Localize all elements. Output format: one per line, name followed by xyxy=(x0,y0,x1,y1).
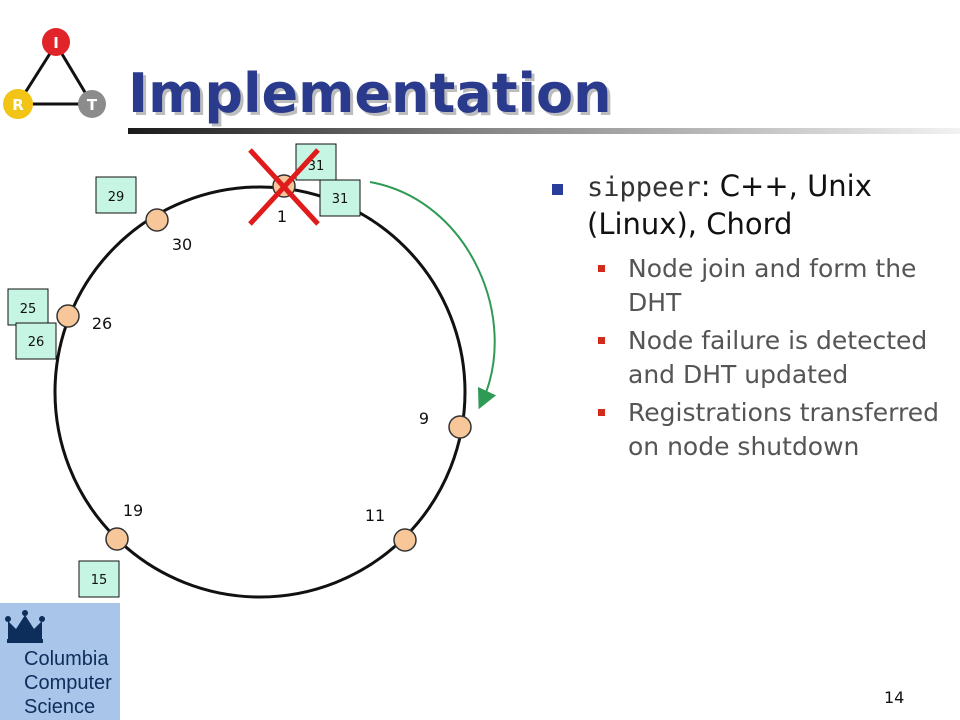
node-label-19: 19 xyxy=(123,501,143,520)
chord-ring-diagram: 31 31 29 25 26 15 1 9 11 19 26 30 xyxy=(7,143,497,599)
key-box: 31 xyxy=(319,179,361,217)
logo-letter-i: I xyxy=(53,34,59,52)
columbia-logo: Columbia Computer Science xyxy=(0,603,120,720)
key-box-label: 15 xyxy=(91,573,108,588)
code-sippeer: sippeer xyxy=(587,172,701,203)
key-box: 26 xyxy=(15,322,57,360)
logo-i-circle xyxy=(42,28,70,56)
ring-node-26 xyxy=(56,304,80,328)
node-label-1: 1 xyxy=(277,207,287,226)
transfer-arrow xyxy=(369,181,497,410)
logo-letter-t: T xyxy=(87,96,98,114)
logo-r-circle xyxy=(3,89,33,119)
sub-bullet-item: Registrations transferred on node shutdo… xyxy=(598,396,952,464)
crown-icon xyxy=(5,610,45,643)
key-box-label: 29 xyxy=(108,190,125,205)
key-box-label: 31 xyxy=(332,192,349,207)
title-rule xyxy=(128,128,960,134)
node-label-26: 26 xyxy=(92,314,112,333)
sub-bullet-square-icon xyxy=(598,337,605,344)
logo-line: Columbia xyxy=(24,648,109,670)
bullet-item: sippeer: C++, Unix (Linux), Chord xyxy=(552,168,952,242)
sub-bullet-square-icon xyxy=(598,265,605,272)
key-box-label: 26 xyxy=(28,335,45,350)
node-label-11: 11 xyxy=(365,506,385,525)
logo-t-circle xyxy=(78,90,106,118)
key-box: 15 xyxy=(78,560,120,598)
sub-bullet-item: Node failure is detected and DHT updated xyxy=(598,324,952,392)
node-label-30: 30 xyxy=(172,235,192,254)
sub-bullet-text: Node failure is detected and DHT updated xyxy=(628,326,928,389)
key-box: 29 xyxy=(95,176,137,214)
key-box-label: 25 xyxy=(20,302,37,317)
bullet-text: sippeer: C++, Unix (Linux), Chord xyxy=(587,168,952,242)
slide-title: Implementation xyxy=(128,62,612,125)
logo-line: Science xyxy=(24,696,96,718)
key-box: 25 xyxy=(7,288,49,326)
ring-node-9 xyxy=(448,415,472,439)
sub-bullet-item: Node join and form the DHT xyxy=(598,252,952,320)
sub-bullet-square-icon xyxy=(598,409,605,416)
irt-logo: I R T xyxy=(3,28,106,119)
failure-cross-icon xyxy=(248,148,320,226)
page-number: 14 xyxy=(884,688,905,707)
node-label-9: 9 xyxy=(419,409,429,428)
bullet-main-text: : C++, Unix (Linux), Chord xyxy=(587,169,872,241)
ring-node-19 xyxy=(105,527,129,551)
columbia-logo-text: Columbia Computer Science xyxy=(24,647,112,719)
logo-line: Computer xyxy=(24,672,112,694)
key-box: 31 xyxy=(295,143,337,181)
ring-circle xyxy=(53,185,467,599)
ring-node-11 xyxy=(393,528,417,552)
sub-bullet-text: Registrations transferred on node shutdo… xyxy=(628,398,939,461)
key-box-label: 31 xyxy=(308,159,325,174)
bullet-square-icon xyxy=(552,184,563,195)
ring-node-30 xyxy=(145,208,169,232)
bullet-list: sippeer: C++, Unix (Linux), Chord Node j… xyxy=(552,168,952,464)
sub-bullet-text: Node join and form the DHT xyxy=(628,254,917,317)
logo-letter-r: R xyxy=(12,96,24,114)
